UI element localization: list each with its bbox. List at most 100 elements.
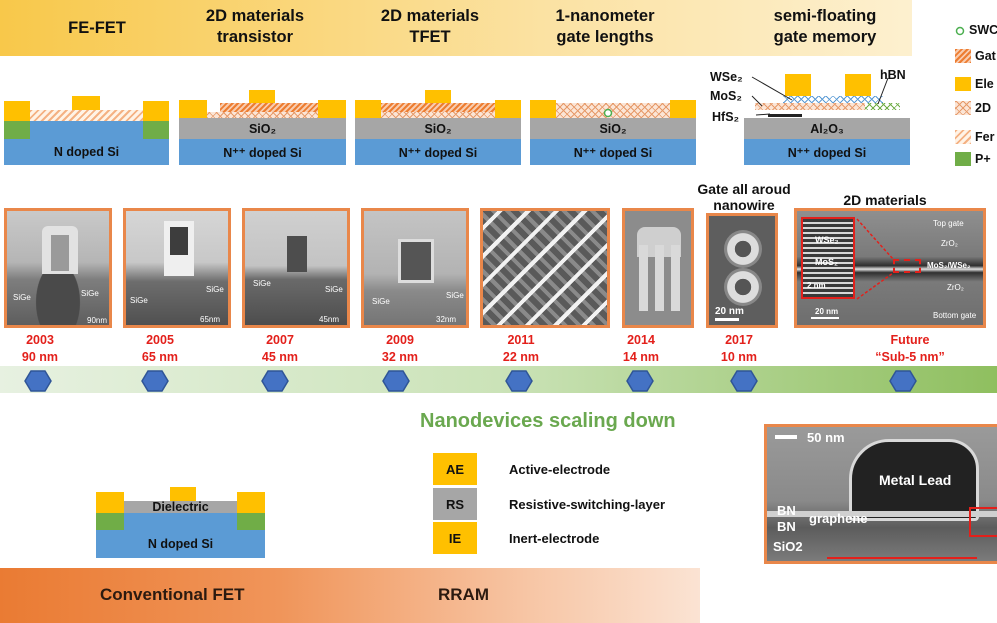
scale-label: 45nm bbox=[319, 315, 340, 324]
top-gate-electrode bbox=[425, 90, 451, 103]
2d-channel bbox=[207, 112, 318, 118]
swcnt-circle-icon bbox=[955, 26, 965, 36]
al2o3-layer: Al₂O₃ bbox=[744, 118, 910, 139]
rram-ae-label: Active-electrode bbox=[509, 462, 611, 477]
zoom-box bbox=[969, 507, 997, 537]
drain-electrode bbox=[237, 492, 265, 513]
rram-ae-box: AE bbox=[433, 453, 477, 485]
legend-ferro-label: Fer bbox=[975, 130, 995, 144]
gate-dielectric bbox=[380, 103, 495, 112]
source-electrode bbox=[355, 100, 381, 118]
ferroelectric-layer bbox=[30, 110, 143, 121]
sige-label: SiGe bbox=[13, 293, 31, 302]
mos2-wse2-label: MoS₂/WSe₂ bbox=[927, 261, 971, 270]
sige-label: SiGe bbox=[130, 296, 148, 305]
npp-doped-si: N⁺⁺ doped Si bbox=[744, 139, 910, 165]
hbn-label: hBN bbox=[880, 68, 906, 82]
legend-ferro-swatch bbox=[955, 130, 971, 144]
hexagon-icon bbox=[505, 370, 533, 392]
sige-label: SiGe bbox=[81, 289, 99, 298]
bottom-gate-label: Bottom gate bbox=[933, 311, 977, 320]
dielectric-layer: Dielectric bbox=[124, 500, 237, 514]
npp-doped-si: N⁺⁺ doped Si bbox=[179, 139, 346, 165]
source-electrode bbox=[96, 492, 124, 513]
npp-doped-si: N⁺⁺ doped Si bbox=[355, 139, 521, 165]
source-electrode bbox=[530, 100, 556, 118]
sem-panel-2007: SiGe SiGe 45nm bbox=[242, 208, 350, 328]
hexagon-icon bbox=[730, 370, 758, 392]
header-semi-floating: semi-floating gate memory bbox=[773, 7, 877, 46]
sem-panel-2014 bbox=[622, 208, 694, 328]
legend-swcnt-label: SWC bbox=[969, 23, 997, 37]
sige-label: SiGe bbox=[206, 285, 224, 294]
scale-label: 65nm bbox=[200, 315, 221, 324]
wse2-flake bbox=[783, 96, 883, 103]
mos2-label: MoS₂ bbox=[710, 89, 742, 103]
legend-p-plus-swatch bbox=[955, 152, 971, 166]
hexagon-icon bbox=[626, 370, 654, 392]
source-electrode bbox=[179, 100, 207, 118]
electrode-left bbox=[785, 74, 811, 96]
legend-2d-swatch bbox=[955, 101, 971, 115]
n-doped-si: N doped Si bbox=[96, 530, 265, 558]
sige-label: SiGe bbox=[372, 297, 390, 306]
electrode-right bbox=[845, 74, 871, 96]
sem-panel-2011 bbox=[480, 208, 610, 328]
legend-gate-label: Gat bbox=[975, 49, 996, 63]
sio2-layer: SiO₂ bbox=[179, 118, 346, 139]
header-fe-fet: FE-FET bbox=[68, 19, 126, 37]
hexagon-icon bbox=[141, 370, 169, 392]
header-1nm-gate: 1-nanometer gate lengths bbox=[555, 7, 655, 46]
zro2-top-label: ZrO₂ bbox=[941, 239, 958, 248]
scale-bar bbox=[775, 435, 797, 439]
tem-panel-future: Top gate ZrO₂ WSe₂ MoS₂ MoS₂/WSe₂ 2 nm Z… bbox=[794, 208, 986, 328]
leader-lines bbox=[751, 76, 889, 116]
graphene-label: graphene bbox=[809, 511, 868, 526]
legend-electrode-label: Ele bbox=[975, 77, 994, 91]
tem-panel-2017: 20 nm bbox=[706, 213, 778, 328]
sige-label: SiGe bbox=[253, 279, 271, 288]
hexagon-icon bbox=[261, 370, 289, 392]
rram-rs-box: RS bbox=[433, 488, 477, 520]
mos2-label: MoS₂ bbox=[815, 257, 838, 267]
p-plus-region bbox=[143, 121, 169, 139]
top-header-band bbox=[0, 0, 912, 56]
scale-label-20nm: 20 nm bbox=[815, 307, 839, 316]
node-future: Future“Sub-5 nm” bbox=[875, 333, 945, 364]
scale-label: 20 nm bbox=[715, 306, 744, 317]
gate-dielectric bbox=[220, 103, 318, 112]
substrate-top bbox=[124, 513, 237, 530]
hfs2-label: HfS₂ bbox=[712, 110, 740, 124]
sige-label: SiGe bbox=[325, 285, 343, 294]
hfs2-flake bbox=[768, 114, 802, 117]
legend-gate-swatch bbox=[955, 49, 971, 63]
hexagon-icon bbox=[382, 370, 410, 392]
header-2d-transistor: 2D materials transistor bbox=[205, 7, 305, 46]
scale-label-2nm: 2 nm bbox=[807, 281, 826, 290]
substrate-top bbox=[30, 121, 143, 139]
gate-electrode bbox=[170, 487, 196, 501]
hexagon-icon bbox=[24, 370, 52, 392]
drain-electrode bbox=[318, 100, 346, 118]
2d-channel bbox=[556, 103, 670, 118]
p-plus-region bbox=[237, 513, 265, 530]
source-electrode bbox=[4, 101, 30, 121]
bn-label-top: BN bbox=[777, 503, 796, 518]
drain-electrode bbox=[143, 101, 169, 121]
drain-electrode bbox=[670, 100, 696, 118]
rram-ie-box: IE bbox=[433, 522, 477, 554]
sio2-layer: SiO₂ bbox=[355, 118, 521, 139]
scale-label: 32nm bbox=[436, 315, 457, 324]
tem-panel-graphene: 50 nm Metal Lead BN graphene BN SiO2 bbox=[764, 424, 997, 564]
future-title: 2D materials bbox=[843, 192, 927, 208]
wse2-label: WSe₂ bbox=[710, 70, 743, 84]
rram-ie-label: Inert-electrode bbox=[509, 531, 600, 546]
sio2-layer: SiO₂ bbox=[530, 118, 696, 139]
drain-electrode bbox=[495, 100, 521, 118]
